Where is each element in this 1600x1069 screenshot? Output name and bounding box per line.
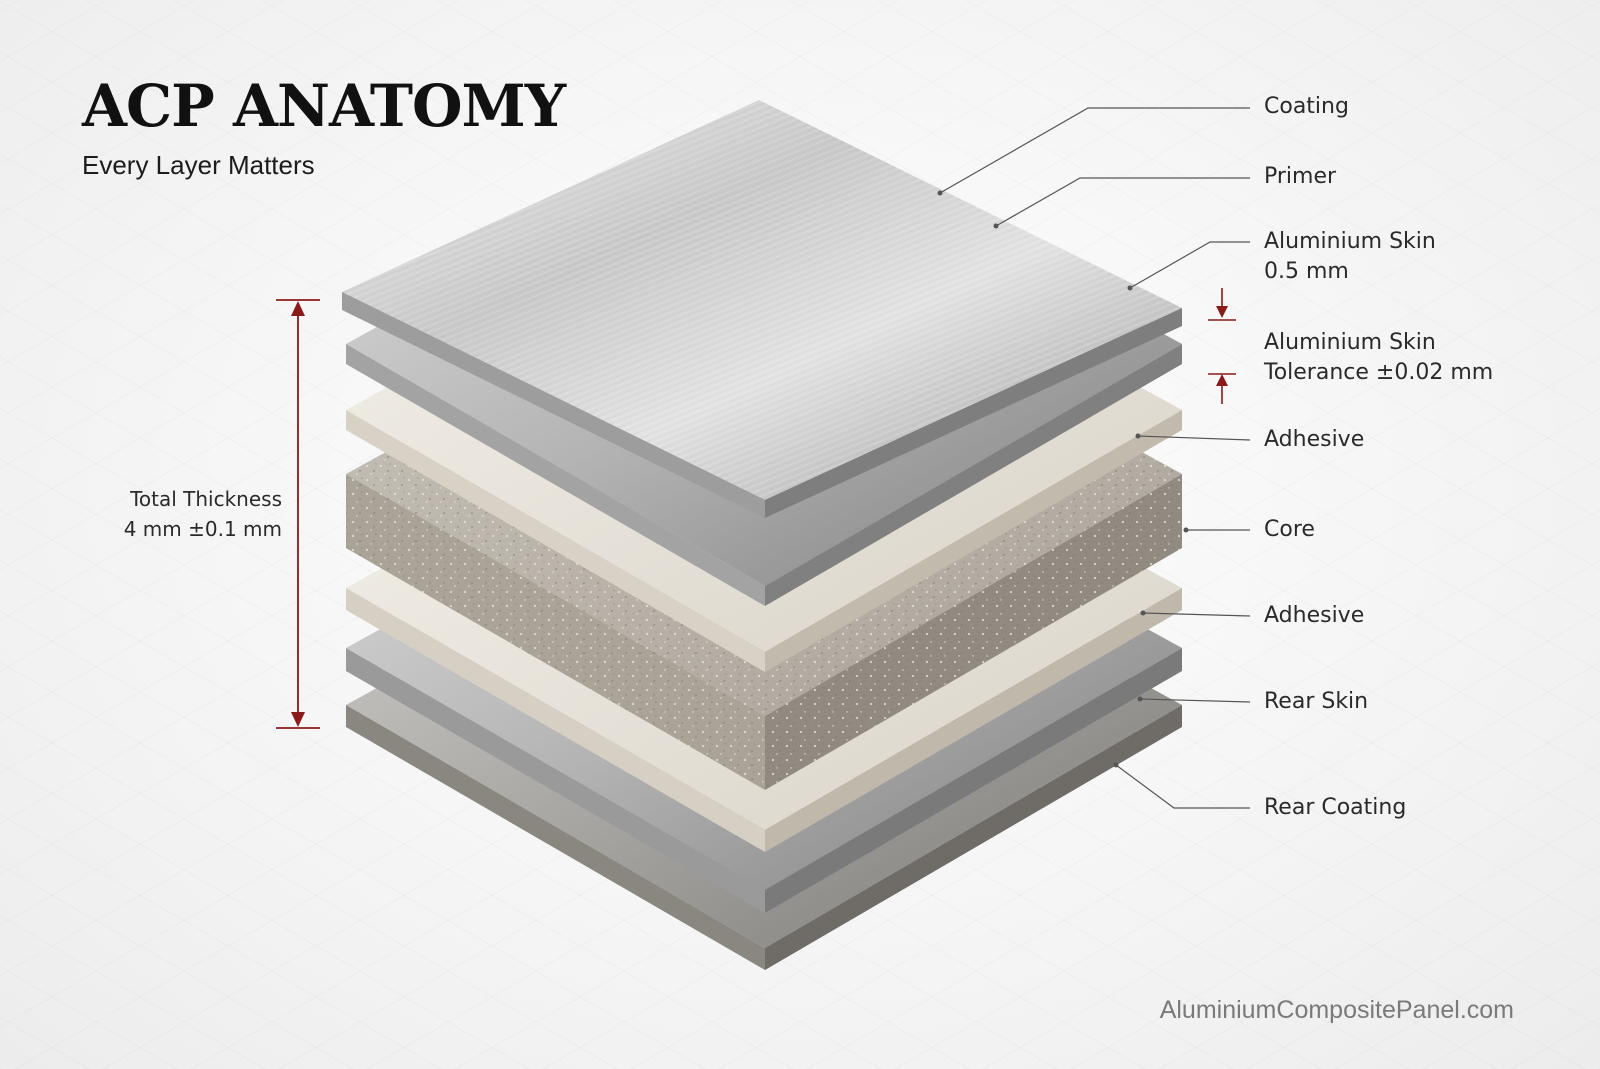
total-thickness-dimension: [276, 300, 320, 728]
leader-primer: [996, 178, 1250, 226]
leader-rear-coating: [1116, 765, 1250, 808]
label-rear-skin: Rear Skin: [1264, 687, 1368, 717]
leader-coating: [940, 108, 1250, 193]
page-title: ACP ANATOMY: [82, 72, 565, 140]
total-thickness-value: 4 mm ±0.1 mm: [100, 514, 282, 544]
label-coating: Coating: [1264, 92, 1349, 122]
label-rear-coating: Rear Coating: [1264, 793, 1406, 823]
page-subtitle: Every Layer Matters: [82, 150, 315, 181]
label-core: Core: [1264, 515, 1315, 545]
total-thickness-label: Total Thickness 4 mm ±0.1 mm: [100, 484, 282, 544]
label-aluminium-skin-tolerance: Aluminium Skin Tolerance ±0.02 mm: [1264, 328, 1493, 388]
label-adhesive-upper: Adhesive: [1264, 425, 1364, 455]
label-primer: Primer: [1264, 162, 1336, 192]
label-adhesive-lower: Adhesive: [1264, 601, 1364, 631]
label-aluminium-skin: Aluminium Skin 0.5 mm: [1264, 227, 1436, 287]
total-thickness-title: Total Thickness: [100, 484, 282, 514]
website-watermark: AluminiumCompositePanel.com: [1160, 996, 1514, 1025]
leader-aluminium-skin: [1130, 242, 1250, 288]
tolerance-marker: [1208, 288, 1236, 404]
